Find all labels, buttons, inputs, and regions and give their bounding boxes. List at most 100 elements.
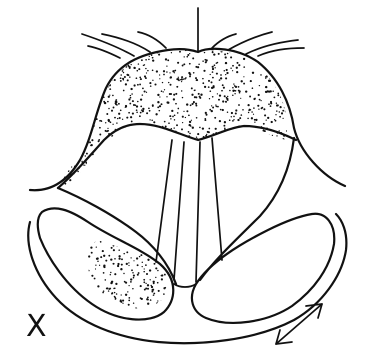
stipple-dot bbox=[262, 161, 264, 163]
stipple-dot bbox=[85, 165, 87, 167]
stipple-dot bbox=[139, 83, 141, 85]
stipple-dot bbox=[225, 62, 227, 64]
stipple-dot bbox=[186, 138, 188, 140]
stipple-dot bbox=[80, 101, 81, 102]
stipple-dot bbox=[140, 163, 141, 164]
stipple-dot bbox=[152, 174, 153, 175]
stipple-dot bbox=[138, 186, 139, 187]
stipple-dot bbox=[71, 185, 72, 186]
stipple-dot bbox=[125, 83, 127, 85]
stipple-dot bbox=[146, 112, 148, 114]
stipple-dot bbox=[129, 103, 131, 105]
stipple-dot bbox=[282, 110, 284, 112]
stipple-dot bbox=[76, 108, 78, 110]
stipple-dot bbox=[131, 44, 133, 46]
stipple-dot bbox=[96, 246, 97, 247]
stipple-dot bbox=[168, 82, 169, 83]
stipple-dot bbox=[126, 236, 127, 237]
stipple-dot bbox=[223, 151, 225, 153]
stipple-dot bbox=[111, 247, 113, 249]
stipple-dot bbox=[133, 67, 135, 69]
stipple-dot bbox=[254, 189, 256, 191]
stipple-dot bbox=[77, 147, 79, 149]
stipple-dot bbox=[74, 94, 76, 96]
stipple-dot bbox=[104, 64, 106, 66]
stipple-dot bbox=[128, 262, 129, 263]
stipple-dot bbox=[174, 72, 175, 73]
stipple-dot bbox=[108, 290, 109, 291]
stipple-dot bbox=[57, 109, 59, 111]
stipple-dot bbox=[147, 288, 149, 290]
stipple-dot bbox=[265, 139, 266, 140]
stipple-dot bbox=[126, 140, 128, 142]
stipple-dot bbox=[182, 116, 184, 118]
stipple-dot bbox=[182, 122, 183, 123]
stipple-dot bbox=[213, 141, 215, 143]
stipple-dot bbox=[157, 106, 159, 108]
stipple-dot bbox=[225, 56, 227, 58]
stipple-dot bbox=[286, 85, 288, 87]
stipple-dot bbox=[161, 278, 163, 280]
stipple-dot bbox=[170, 252, 172, 254]
stipple-dot bbox=[289, 56, 291, 58]
stipple-dot bbox=[119, 182, 121, 184]
stipple-dot bbox=[82, 133, 84, 135]
stipple-dot bbox=[116, 147, 118, 149]
stipple-dot bbox=[235, 132, 237, 134]
stipple-dot bbox=[283, 141, 285, 143]
stipple-dot bbox=[113, 249, 115, 251]
stipple-dot bbox=[100, 311, 102, 313]
stipple-dot bbox=[158, 306, 160, 308]
stipple-dot bbox=[281, 191, 283, 193]
stipple-dot bbox=[224, 151, 226, 153]
stipple-dot bbox=[282, 58, 283, 59]
stipple-dot bbox=[141, 59, 143, 61]
stipple-dot bbox=[145, 77, 147, 79]
stipple-dot bbox=[84, 288, 86, 290]
stipple-dot bbox=[268, 179, 270, 181]
stipple-dot bbox=[109, 88, 111, 90]
stipple-dot bbox=[265, 161, 267, 163]
stipple-dot bbox=[103, 290, 105, 292]
stipple-dot bbox=[214, 64, 216, 66]
stipple-dot bbox=[120, 109, 122, 111]
stipple-dot bbox=[87, 135, 89, 137]
stipple-dot bbox=[152, 69, 154, 71]
stipple-dot bbox=[84, 246, 86, 248]
stipple-dot bbox=[140, 78, 142, 80]
stipple-dot bbox=[87, 306, 89, 308]
stipple-dot bbox=[227, 45, 229, 47]
stipple-dot bbox=[58, 138, 60, 140]
stipple-dot bbox=[75, 92, 77, 94]
stipple-dot bbox=[212, 96, 214, 98]
stipple-dot bbox=[149, 269, 151, 271]
stipple-dot bbox=[264, 158, 266, 160]
stipple-dot bbox=[88, 277, 90, 279]
stipple-dot bbox=[267, 50, 269, 52]
stipple-dot bbox=[235, 186, 237, 188]
stipple-dot bbox=[222, 84, 224, 86]
stipple-dot bbox=[264, 114, 266, 116]
stipple-dot bbox=[195, 154, 197, 156]
stipple-dot bbox=[143, 189, 145, 191]
stipple-dot bbox=[251, 143, 253, 145]
stipple-dot bbox=[140, 112, 142, 114]
stipple-dot bbox=[118, 249, 120, 251]
stipple-dot bbox=[127, 170, 128, 171]
stipple-dot bbox=[193, 44, 195, 46]
stipple-dot bbox=[97, 285, 99, 287]
stipple-dot bbox=[192, 127, 194, 129]
stipple-dot bbox=[111, 51, 112, 52]
stipple-dot bbox=[159, 178, 161, 180]
stipple-dot bbox=[270, 180, 272, 182]
stipple-dot bbox=[234, 93, 235, 94]
stipple-dot bbox=[117, 310, 119, 312]
stipple-dot bbox=[89, 112, 90, 113]
stipple-dot bbox=[202, 153, 203, 154]
stipple-dot bbox=[170, 118, 171, 119]
stipple-dot bbox=[245, 90, 247, 92]
stipple-dot bbox=[128, 265, 129, 266]
stipple-dot bbox=[101, 302, 103, 304]
stipple-dot bbox=[114, 296, 116, 298]
stipple-dot bbox=[143, 65, 144, 66]
